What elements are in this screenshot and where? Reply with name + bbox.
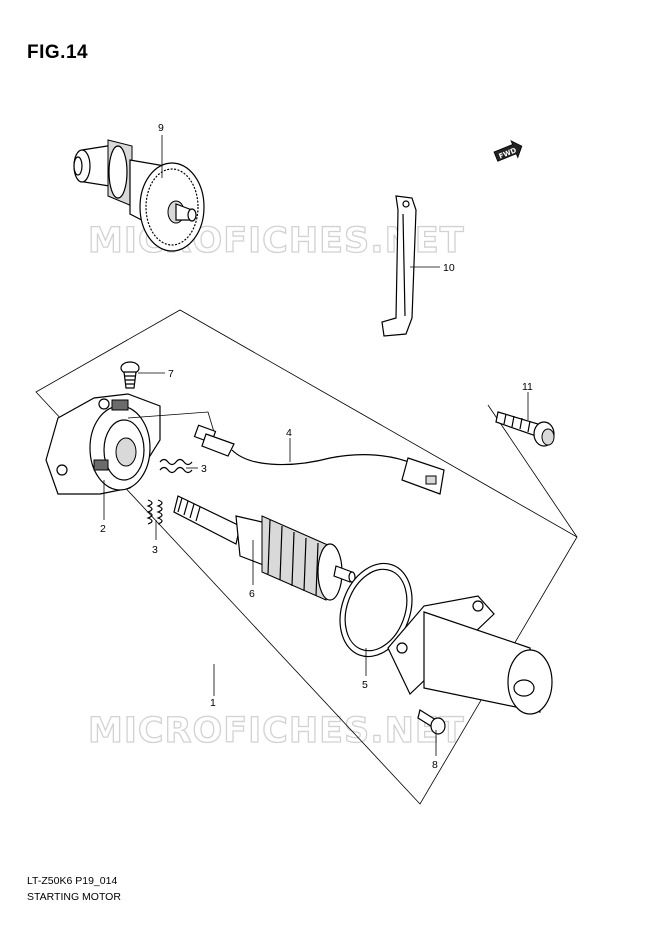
watermark-bottom: MICROFICHES.NET (88, 711, 465, 751)
callout-10: 10 (443, 262, 455, 274)
figure-code: LT-Z50K6 P19_014 (27, 875, 118, 887)
callout-1: 1 (210, 697, 216, 709)
spring-part-3-lower (146, 499, 163, 525)
screw-part-8 (417, 709, 446, 735)
fwd-label: FWD (498, 146, 518, 160)
armature-part-6 (173, 495, 356, 601)
end-cover-part-2 (45, 393, 161, 495)
lead-wire-part-4 (127, 411, 445, 495)
callout-6: 6 (249, 588, 255, 600)
spring-part-3-upper (159, 458, 193, 474)
callout-11: 11 (522, 381, 533, 393)
callout-3-lower: 3 (152, 544, 158, 556)
outline-inner-right (487, 404, 578, 538)
callout-7: 7 (168, 368, 174, 380)
callout-5: 5 (362, 679, 368, 691)
bolt-part-11 (495, 411, 555, 447)
callout-2: 2 (100, 523, 106, 535)
callout-4: 4 (286, 427, 292, 439)
callout-9: 9 (158, 122, 164, 134)
bracket-part-10 (381, 195, 417, 337)
screw-part-7 (120, 361, 140, 389)
o-ring-part-5 (339, 562, 413, 658)
figure-caption: STARTING MOTOR (27, 891, 121, 903)
callout-8: 8 (432, 759, 438, 771)
leader-lines (103, 135, 529, 756)
callout-3-upper: 3 (201, 463, 207, 475)
motor-housing-part-1 (387, 595, 553, 715)
figure-title: FIG.14 (27, 42, 89, 63)
fwd-arrow-icon: FWD (493, 139, 523, 162)
starter-clutch-part-9 (73, 139, 205, 252)
